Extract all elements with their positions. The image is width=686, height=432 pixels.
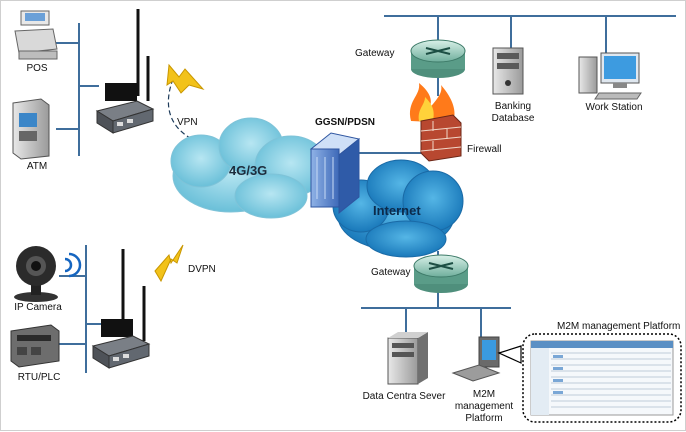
platform-callout-title: M2M management Platform — [557, 321, 681, 332]
atm-icon — [12, 98, 50, 160]
top-router-icon — [410, 39, 466, 78]
banking-label: Banking — [494, 101, 532, 112]
top-3g-router-icon — [95, 9, 155, 134]
rtu-plc-label: RTU/PLC — [17, 372, 61, 383]
bottom-gateway-label: Gateway — [371, 267, 411, 278]
data-centre-server-icon — [387, 332, 428, 385]
bottom-router-icon — [413, 254, 469, 293]
platform-screenshot — [530, 340, 674, 416]
vpn-lightning-icon — [166, 63, 205, 94]
work-station-label: Work Station — [585, 102, 643, 113]
m2m-label-line3: Platform — [465, 413, 503, 424]
ip-camera-icon — [14, 246, 82, 302]
workstation-icon — [578, 52, 642, 100]
callout-pointer — [497, 345, 522, 364]
vpn-label: VPN — [177, 117, 198, 128]
internet-cloud-label: Internet — [373, 203, 421, 218]
firewall-icon — [409, 83, 462, 162]
ip-camera-label: IP Camera — [14, 302, 62, 313]
dvpn-label: DVPN — [188, 264, 216, 275]
m2m-label-line1: M2M — [472, 389, 496, 400]
m2m-label-line2: management — [454, 401, 514, 412]
top-gateway-label: Gateway — [355, 48, 395, 59]
4g3g-cloud-shape — [170, 117, 328, 219]
bottom-3g-router-icon — [91, 249, 151, 369]
data-centre-server-label: Data Centra Sever — [362, 391, 446, 402]
4g3g-cloud-label: 4G/3G — [229, 163, 268, 178]
dvpn-lightning-icon — [154, 244, 184, 283]
rtu-plc-icon — [10, 324, 60, 368]
atm-label: ATM — [26, 161, 48, 172]
database-label: Database — [491, 113, 535, 124]
m2m-pc-icon — [451, 336, 501, 382]
banking-database-icon — [492, 47, 524, 95]
pos-label: POS — [26, 63, 48, 74]
ggsn-server-icon — [309, 132, 361, 215]
pos-terminal-icon — [14, 10, 58, 60]
ggsn-pdsn-label: GGSN/PDSN — [315, 117, 376, 128]
firewall-label: Firewall — [467, 144, 502, 155]
network-links — [51, 15, 676, 373]
